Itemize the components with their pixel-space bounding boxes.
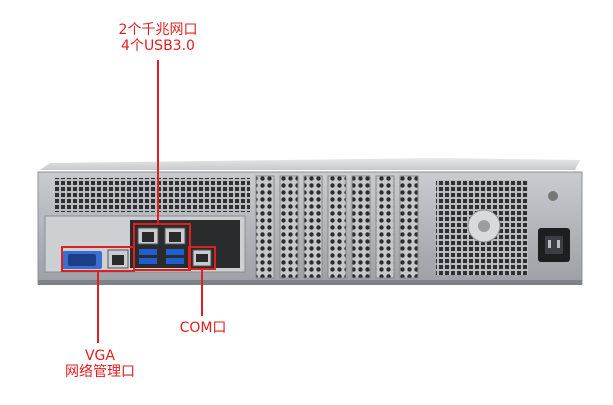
lan-usb-label: 2个千兆网口 4个USB3.0 bbox=[118, 22, 198, 54]
psu-fan-grille-icon bbox=[436, 180, 528, 275]
com-label: COM口 bbox=[179, 320, 227, 336]
vga-label: VGA bbox=[84, 348, 115, 364]
chassis-bottom bbox=[38, 280, 582, 285]
vga-mgmt-label: VGA 网络管理口 bbox=[60, 348, 140, 380]
leader-lines bbox=[97, 60, 203, 343]
net-mgmt-label: 网络管理口 bbox=[65, 364, 135, 380]
top-vent bbox=[55, 178, 250, 212]
mgmt-rj45-icon bbox=[107, 249, 129, 269]
usb-label: 4个USB3.0 bbox=[121, 38, 195, 54]
chassis-top bbox=[40, 158, 580, 170]
lan-label: 2个千兆网口 bbox=[118, 22, 198, 38]
com-port-icon bbox=[192, 249, 212, 267]
pcie-slot-covers bbox=[255, 175, 419, 279]
vga-port-icon bbox=[62, 251, 102, 269]
lan-usb-stack-right bbox=[164, 227, 186, 264]
psu-screw bbox=[548, 191, 558, 201]
power-inlet-icon bbox=[538, 228, 570, 262]
lan-usb-stack-left bbox=[137, 227, 159, 264]
